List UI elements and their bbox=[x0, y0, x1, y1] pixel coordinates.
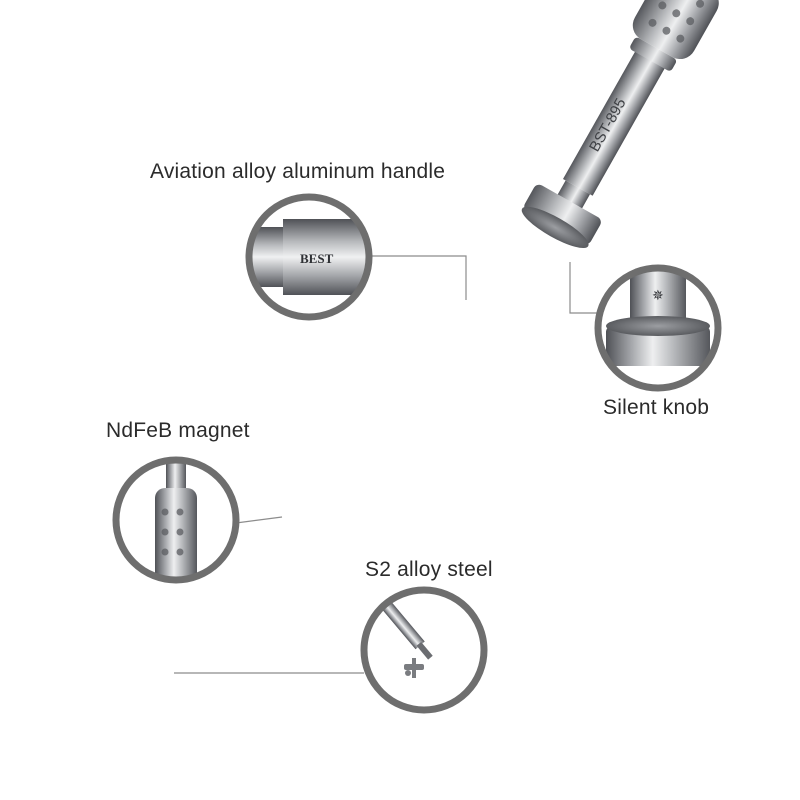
tip-glyph: ✵ bbox=[652, 288, 664, 304]
label-knob: Silent knob bbox=[603, 396, 710, 419]
callout-knob: ✵ bbox=[594, 264, 722, 392]
callout-handle: BEST bbox=[245, 193, 373, 321]
screwdriver: BST-895 bbox=[521, 0, 719, 249]
leader-lines bbox=[174, 255, 598, 674]
label-magnet: NdFeB magnet bbox=[106, 419, 250, 442]
label-steel: S2 alloy steel bbox=[365, 558, 493, 581]
callout-magnet bbox=[112, 456, 240, 584]
tiny-screw bbox=[404, 658, 424, 678]
callout-steel bbox=[360, 586, 488, 714]
label-handle: Aviation alloy aluminum handle bbox=[150, 160, 446, 183]
brand-engraving: BEST bbox=[300, 251, 334, 266]
